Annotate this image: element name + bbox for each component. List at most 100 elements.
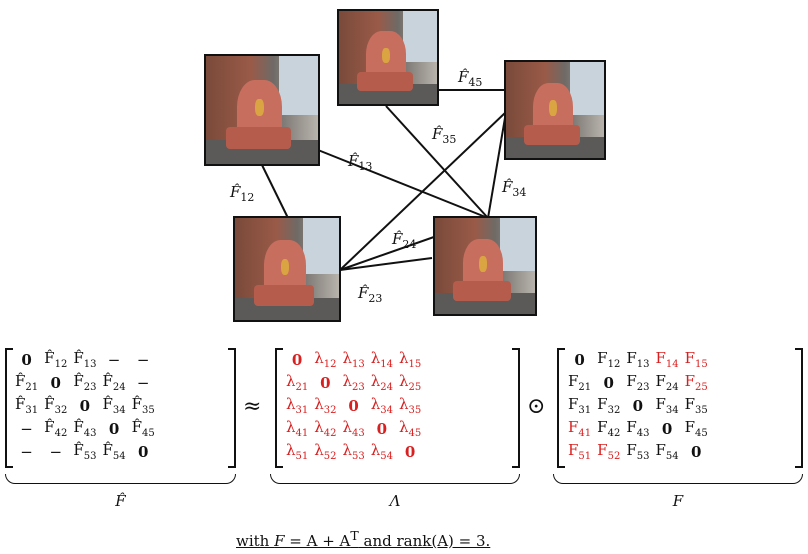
fhat-cell: 0	[137, 442, 149, 461]
lambda-cell: λ52	[314, 441, 337, 462]
camera-graph	[261, 89, 507, 271]
lambda-cell: λ35	[399, 395, 422, 416]
lambda-cell: 0	[291, 350, 303, 369]
f-cell: F43	[626, 418, 650, 439]
lambda-label: Λ	[389, 492, 401, 510]
fhat-cell: −	[49, 442, 63, 461]
lambda-left-bracket	[275, 348, 283, 468]
lambda-cell: 0	[376, 419, 388, 438]
photo-view-5	[504, 60, 606, 160]
lambda-cell: 0	[348, 396, 359, 415]
fhat-underbrace	[5, 474, 236, 484]
f-label: F	[672, 492, 684, 510]
fhat-cell: −	[136, 373, 150, 392]
lambda-cell: λ41	[286, 418, 309, 439]
fhat-cell: 0	[79, 396, 91, 415]
lambda-cell: 0	[404, 442, 416, 461]
f-cell: 0	[603, 373, 614, 392]
caption: with F = A + AT and rank(A) = 3.	[236, 528, 491, 550]
fhat-cell: −	[20, 419, 33, 438]
f-cell: F34	[655, 395, 679, 416]
photo-view-4	[337, 9, 439, 106]
lambda-cell: λ24	[370, 372, 393, 393]
lambda-cell: λ54	[370, 441, 393, 462]
fhat-cell: F̂43	[73, 418, 97, 439]
f-left-bracket	[557, 348, 565, 468]
fhat-cell: 0	[108, 419, 120, 438]
f-cell: F31	[568, 395, 592, 416]
lambda-cell: λ12	[314, 349, 337, 370]
fhat-cell: 0	[50, 373, 61, 392]
f-cell: F13	[626, 349, 650, 370]
f-cell: F51	[568, 441, 592, 462]
edge-label-35: F̂35	[432, 125, 457, 146]
fhat-cell: F̂42	[44, 418, 68, 439]
fhat-cell: F̂31	[15, 395, 39, 416]
lambda-cell: λ23	[342, 372, 365, 393]
f-underbrace	[553, 474, 803, 484]
f-cell: F52	[597, 441, 621, 462]
fhat-cell: F̂35	[131, 395, 155, 416]
f-cell: F23	[626, 372, 650, 393]
f-cell: 0	[632, 396, 644, 415]
f-cell: F24	[655, 372, 679, 393]
lambda-cell: λ15	[399, 349, 422, 370]
lambda-cell: 0	[320, 373, 331, 392]
edge-3-4	[385, 105, 489, 219]
f-cell: 0	[574, 350, 585, 369]
edge-3-5	[487, 111, 507, 219]
fhat-cell: −	[107, 350, 121, 369]
f-cell: F15	[684, 349, 708, 370]
edge-label-24: F̂24	[392, 230, 417, 251]
f-cell: F54	[655, 441, 679, 462]
fhat-cell: F̂13	[73, 349, 97, 370]
photo-view-1	[204, 54, 320, 166]
f-cell: F12	[597, 349, 621, 370]
f-cell: F42	[597, 418, 621, 439]
fhat-cell: −	[20, 442, 33, 461]
edge-label-45: F̂45	[458, 68, 483, 89]
lambda-cell: λ25	[399, 372, 422, 393]
edge-label-13: F̂13	[348, 152, 373, 173]
lambda-cell: λ34	[370, 395, 393, 416]
f-cell: F14	[655, 349, 679, 370]
f-cell: F53	[626, 441, 650, 462]
edge-2-4	[339, 257, 433, 271]
lambda-cell: λ14	[370, 349, 393, 370]
fhat-cell: F̂23	[73, 372, 97, 393]
f-cell: F45	[684, 418, 708, 439]
lambda-cell: λ31	[286, 395, 309, 416]
lambda-cell: λ53	[342, 441, 365, 462]
edge-1-2	[261, 164, 289, 219]
f-cell: F25	[684, 372, 708, 393]
fhat-cell: 0	[21, 350, 32, 369]
lambda-cell: λ13	[342, 349, 365, 370]
fhat-label: F̂	[115, 492, 126, 510]
f-cell: F32	[597, 395, 621, 416]
fhat-cell: −	[136, 350, 150, 369]
edge-label-34: F̂34	[502, 178, 527, 199]
lambda-right-bracket	[512, 348, 520, 468]
f-cell: 0	[690, 442, 702, 461]
edge-label-12: F̂12	[230, 183, 255, 204]
approx-symbol: ≈	[243, 394, 262, 419]
f-cell: F21	[568, 372, 592, 393]
fhat-left-bracket	[5, 348, 13, 468]
fhat-cell: F̂24	[102, 372, 126, 393]
fhat-cell: F̂21	[15, 372, 39, 393]
fhat-cell: F̂34	[102, 395, 126, 416]
